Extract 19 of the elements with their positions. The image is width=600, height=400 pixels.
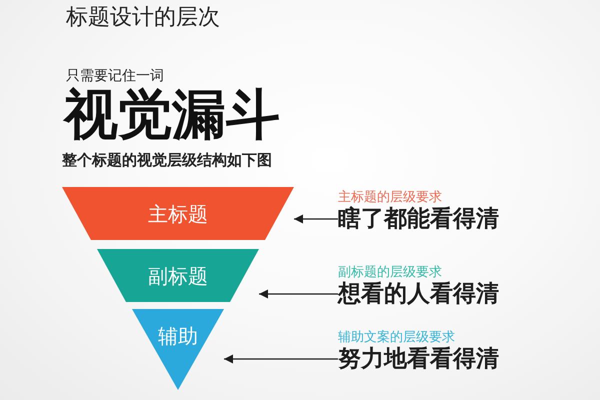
headline: 视觉漏斗 [64,86,280,144]
requirement-heading: 主标题的层级要求 [338,190,443,206]
requirement-text: 瞎了都能看得清 [338,206,499,232]
funnel-tip [132,309,224,390]
pointer-arrow [259,290,338,298]
page-title: 标题设计的层次 [66,6,220,30]
pointer-arrow [294,214,338,224]
pointer-arrow [224,354,338,364]
requirement-text: 努力地看看得清 [338,346,499,372]
funnel-band [97,249,259,302]
requirement-text: 想看的人看得清 [338,281,499,307]
tagline-text: 只需要记住一词 [66,68,164,84]
requirement-heading: 副标题的层级要求 [338,265,443,281]
band-label: 辅助 [158,325,198,347]
funnel-band [62,187,294,240]
band-label: 主标题 [148,203,208,225]
band-label: 副标题 [148,265,208,287]
intro-text: 整个标题的视觉层级结构如下图 [62,152,272,169]
requirement-heading: 辅助文案的层级要求 [338,330,456,346]
